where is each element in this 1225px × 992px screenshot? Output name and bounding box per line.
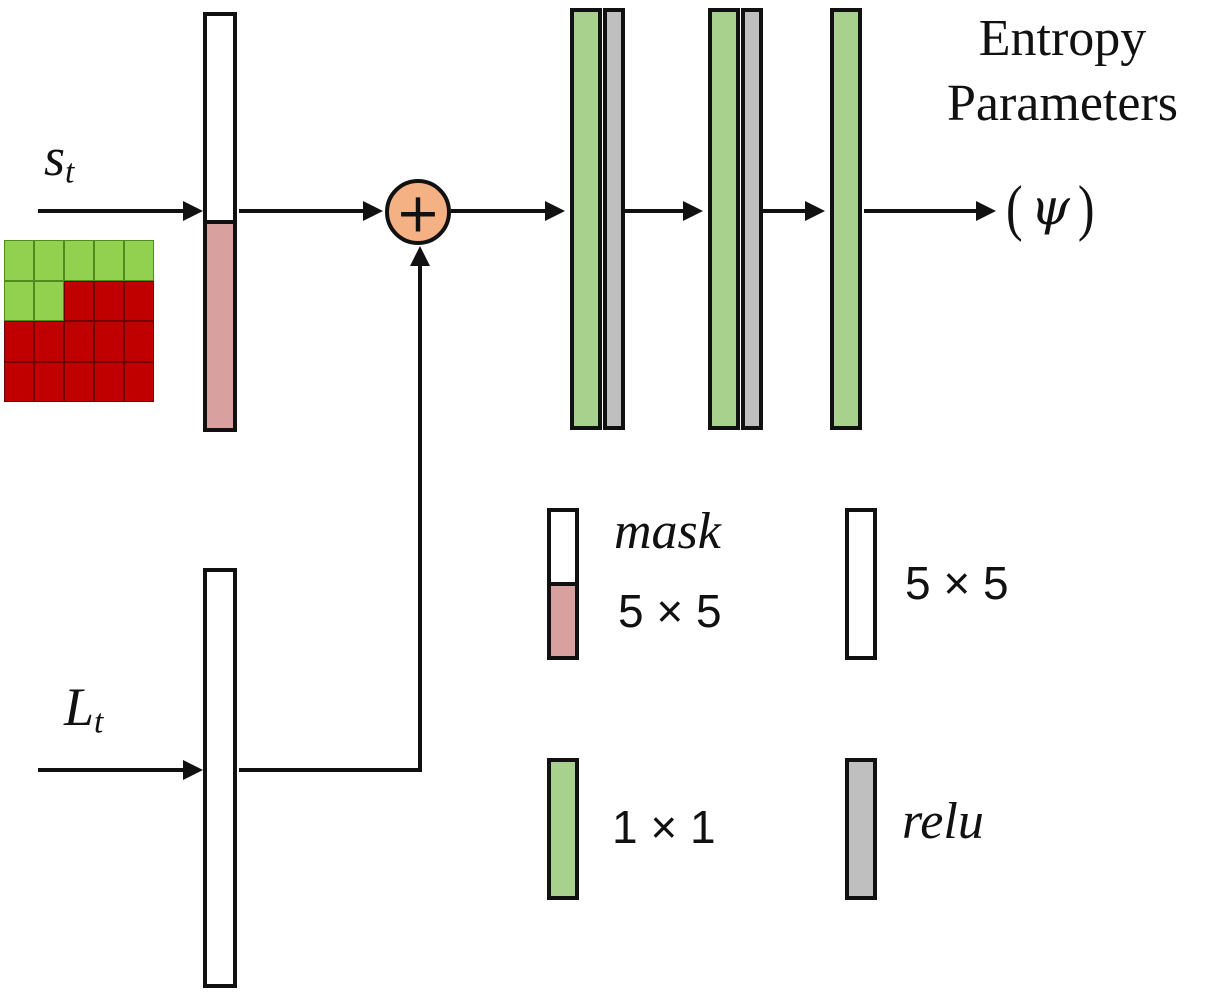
grid-cell	[4, 280, 34, 321]
grid-cell	[124, 280, 154, 321]
output-title-line2: Parameters	[946, 75, 1178, 132]
grid-cell	[64, 321, 94, 362]
st-base: s	[44, 127, 66, 187]
grid-cell	[64, 280, 94, 321]
grid-cell	[94, 240, 124, 281]
context-grid	[4, 240, 154, 402]
grid-cell	[124, 361, 154, 402]
grid-cell	[34, 321, 64, 362]
grid-cell	[124, 321, 154, 362]
legend-conv5-swatch	[845, 508, 877, 660]
legend-mask-label: mask	[614, 503, 721, 560]
grid-cell	[94, 321, 124, 362]
st-sub: t	[65, 153, 75, 191]
conv5x5-bar	[203, 568, 237, 988]
grid-cell	[124, 240, 154, 281]
legend-conv1-swatch	[547, 758, 579, 900]
relu-bar-2	[741, 8, 763, 430]
masked-conv-bar-top	[203, 12, 237, 224]
output-symbol: (ψ)	[1002, 172, 1099, 242]
add-node: +	[385, 179, 451, 245]
psi-paren-open: (	[1006, 172, 1023, 242]
legend-conv5-label: 5 × 5	[905, 557, 1009, 609]
lt-base: L	[64, 677, 95, 737]
grid-cell	[4, 240, 34, 281]
connector-lconv-to-add	[239, 246, 430, 772]
output-title: Entropy Parameters	[900, 6, 1225, 136]
grid-cell	[64, 361, 94, 402]
input-label-lt: Lt	[64, 676, 103, 741]
psi-paren-close: )	[1077, 172, 1095, 242]
legend-mask-swatch-bottom	[547, 582, 579, 660]
lt-sub: t	[94, 703, 104, 741]
grid-cell	[34, 240, 64, 281]
legend-mask-swatch	[547, 508, 579, 660]
output-title-line1: Entropy	[978, 10, 1147, 67]
masked-conv-bar	[203, 12, 237, 432]
grid-cell	[94, 361, 124, 402]
psi-symbol: ψ	[1030, 178, 1070, 236]
legend-relu-swatch	[845, 758, 877, 900]
grid-cell	[34, 361, 64, 402]
conv1x1-bar-1	[570, 8, 602, 430]
grid-cell	[94, 280, 124, 321]
conv1x1-bar-2	[708, 8, 740, 430]
grid-cell	[64, 240, 94, 281]
input-label-st: st	[44, 126, 74, 191]
grid-cell	[34, 280, 64, 321]
relu-bar-1	[603, 8, 625, 430]
masked-conv-bar-bottom	[203, 220, 237, 432]
legend-conv1-label: 1 × 1	[612, 801, 716, 853]
grid-cell	[4, 321, 34, 362]
legend-mask-size: 5 × 5	[618, 585, 722, 637]
legend-mask-swatch-top	[547, 508, 579, 586]
add-symbol: +	[395, 182, 440, 245]
legend-relu-label: relu	[902, 793, 984, 850]
grid-cell	[4, 361, 34, 402]
conv1x1-bar-3	[830, 8, 862, 430]
